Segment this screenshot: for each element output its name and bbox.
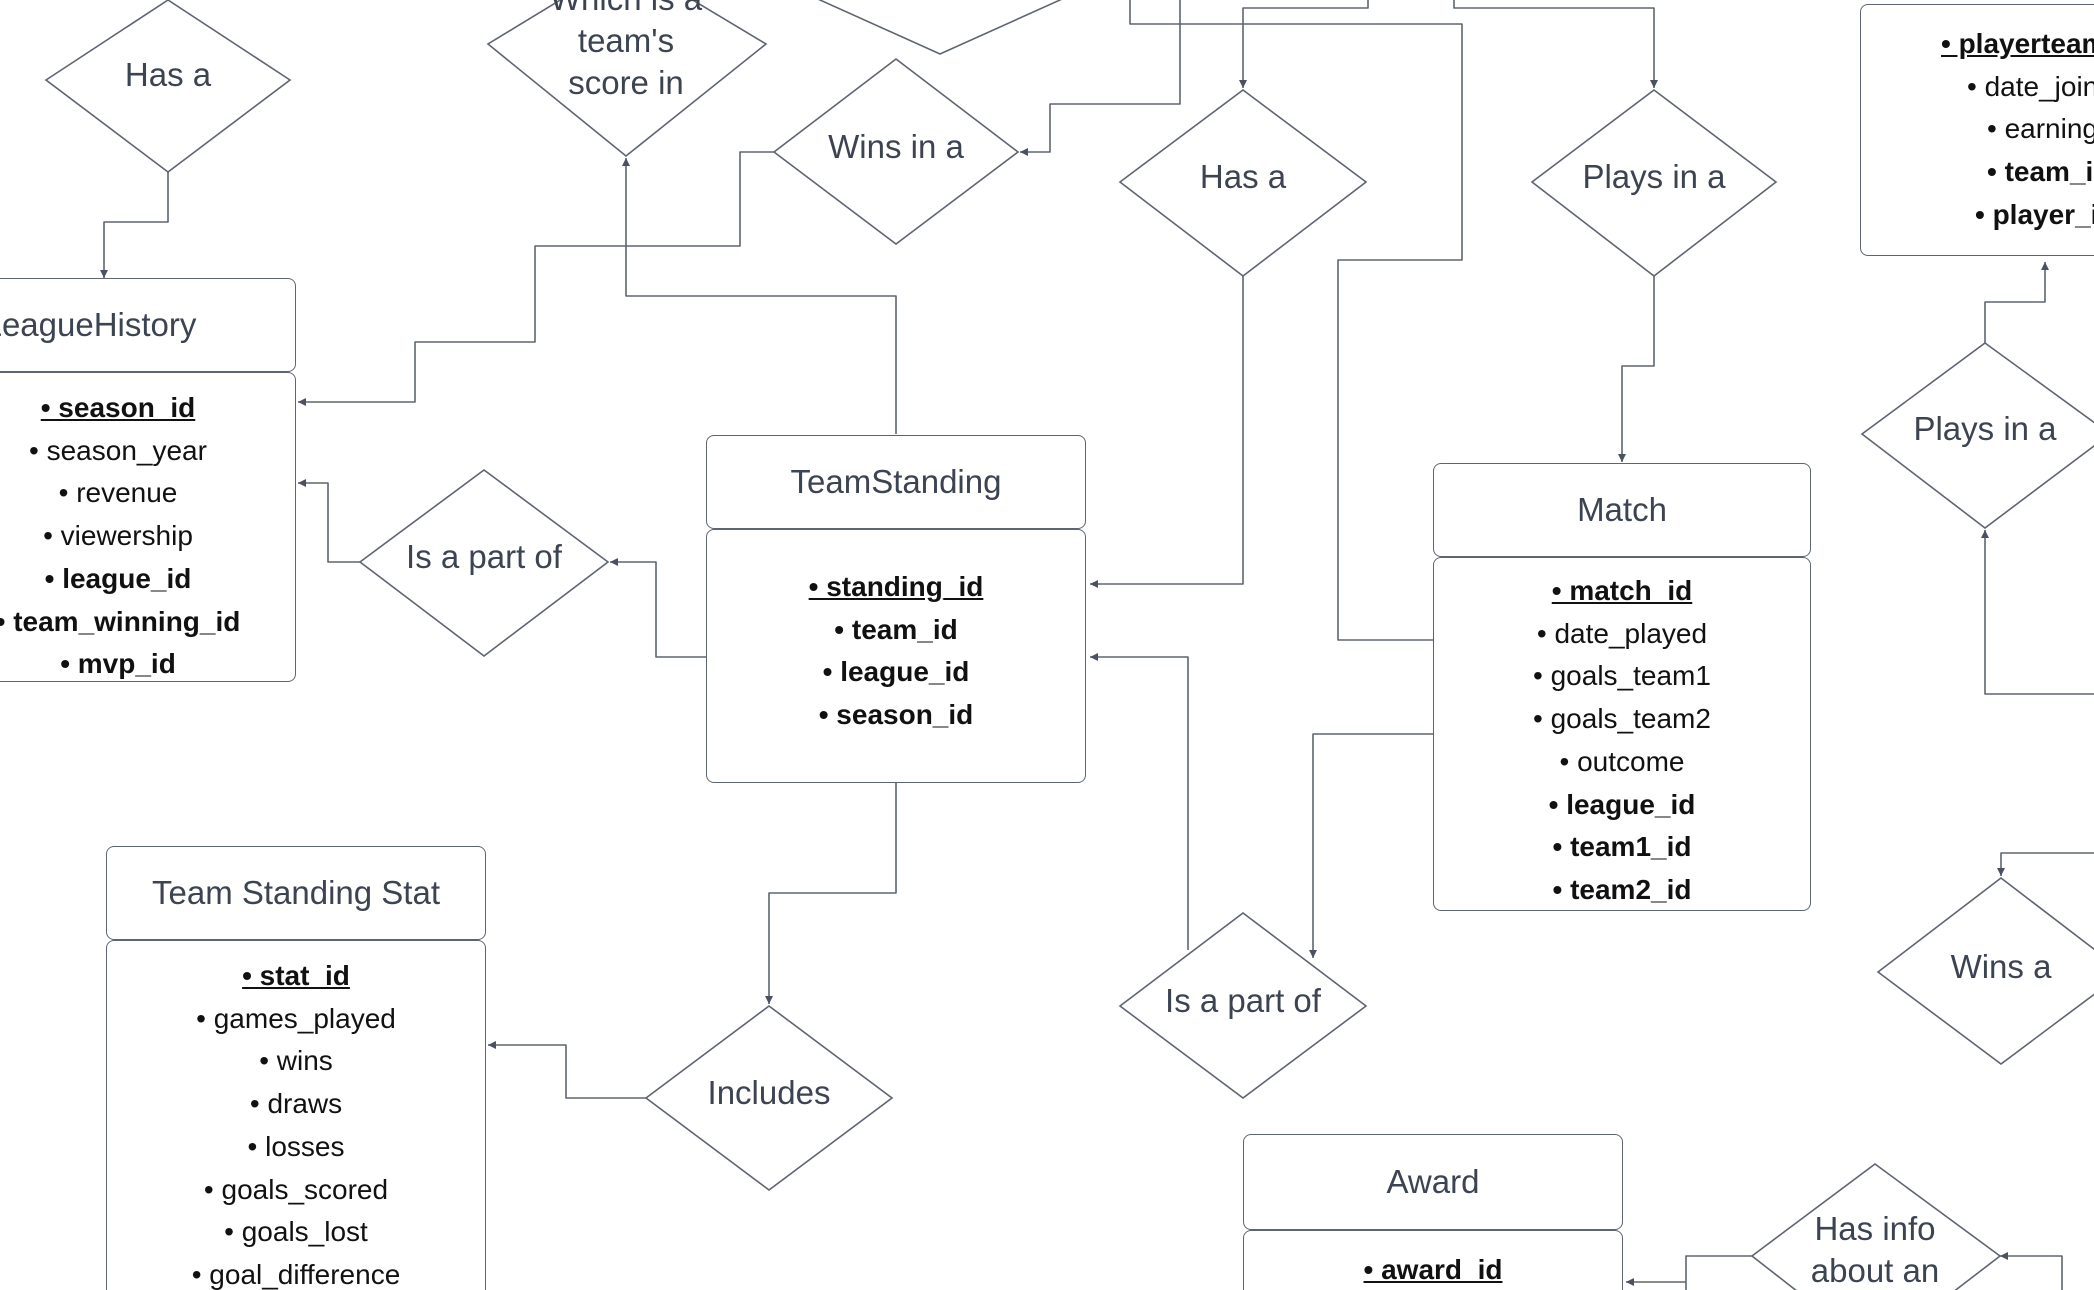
relationship-diamond-has-info-about-an[interactable] bbox=[1750, 1163, 2002, 1290]
connector-team-standing-to-is-a-part-of bbox=[610, 558, 706, 658]
relationship-label-has-a-match: Has a bbox=[1199, 158, 1287, 195]
connector-has-a-league-history bbox=[100, 172, 169, 278]
entity-title-team-standing: TeamStanding bbox=[790, 463, 1002, 500]
connector-team-standing-to-score-in bbox=[622, 158, 897, 434]
attribute-match: • team2_id bbox=[1552, 873, 1692, 905]
connector-has-info-to-award bbox=[1685, 1255, 1752, 1290]
connector-includes-to-team-standing-stat bbox=[488, 1041, 646, 1099]
relationship-diamond-team-score-in[interactable] bbox=[486, 0, 768, 158]
connector-top-loop-to-match bbox=[1129, 0, 1463, 641]
attribute-team-standing-stat: • wins bbox=[259, 1045, 333, 1077]
attribute-team-standing: • team_id bbox=[834, 613, 958, 645]
relationship-diamond-wins-a-award[interactable] bbox=[1876, 876, 2094, 1065]
attribute-match: • goals_team2 bbox=[1533, 703, 1711, 735]
attribute-league-history: • viewership bbox=[43, 520, 193, 552]
connector-plays-in-a-to-match bbox=[1618, 276, 1655, 462]
attribute-league-history: • league_id bbox=[44, 562, 192, 594]
connector-is-a-part-of-to-league-history bbox=[298, 479, 360, 563]
attribute-player-team: • earnings bbox=[1987, 113, 2094, 145]
attribute-player-team: • player_id bbox=[1975, 198, 2094, 230]
relationship-diamond-is-a-part-of-team-standing[interactable] bbox=[1118, 911, 1368, 1099]
connector-wins-in-a-to-league-history bbox=[298, 151, 774, 406]
relationship-label-plays-in-a-match: Plays in a bbox=[1582, 158, 1726, 195]
attribute-team-standing: • league_id bbox=[822, 656, 970, 688]
attribute-team-standing-stat: • goals_lost bbox=[224, 1216, 368, 1248]
entity-title-award: Award bbox=[1386, 1163, 1480, 1200]
attribute-match: • league_id bbox=[1548, 788, 1696, 820]
attribute-match: • outcome bbox=[1559, 745, 1685, 777]
attribute-team-standing-stat: • goal_difference bbox=[191, 1258, 401, 1290]
connector-right-to-plays-in-a bbox=[1981, 530, 2094, 695]
relationship-label-team-score-in: Which is a team's score in bbox=[550, 0, 702, 101]
attribute-league-history: • team_winning_id bbox=[0, 605, 241, 637]
entity-title-league-history: LeagueHistory bbox=[0, 306, 197, 343]
entity-title-team-standing-stat: Team Standing Stat bbox=[151, 874, 440, 911]
relationship-label-wins-in-a: Wins in a bbox=[828, 128, 964, 165]
attribute-match: • goals_team1 bbox=[1533, 660, 1711, 692]
connector-right-to-wins-a bbox=[1997, 852, 2094, 876]
attribute-league-history: • season_year bbox=[29, 434, 207, 466]
entity-header-match[interactable]: Match bbox=[1433, 463, 1811, 557]
relationship-label-includes: Includes bbox=[707, 1074, 831, 1111]
connector-top-to-wins-in-a bbox=[1020, 0, 1181, 156]
connector-top-to-has-a-match bbox=[1239, 0, 1369, 88]
relationship-label-plays-in-a-team: Plays in a bbox=[1913, 410, 2057, 447]
attribute-player-team: • team_id bbox=[1987, 156, 2094, 188]
attribute-team-standing-stat: • games_played bbox=[196, 1002, 396, 1034]
connector-top-to-plays-in-a-match bbox=[1453, 0, 1658, 88]
relationship-diamond-is-a-part-of-league-history[interactable] bbox=[358, 469, 610, 658]
connector-is-a-part-of-to-team-standing bbox=[1090, 653, 1189, 950]
relationship-label-has-a-league: Has a bbox=[124, 56, 212, 93]
connector-match-to-is-a-part-of bbox=[1309, 733, 1434, 958]
relationship-diamond-includes[interactable] bbox=[644, 1005, 894, 1191]
connector-plays-in-a-to-player-team bbox=[1984, 262, 2049, 343]
attribute-team-standing: • standing_id bbox=[808, 571, 984, 602]
attribute-team-standing: • season_id bbox=[818, 699, 974, 731]
attribute-player-team: • date_joined bbox=[1967, 70, 2094, 102]
relationship-label-wins-a-award: Wins a bbox=[1950, 948, 2052, 985]
entity-body-player-team[interactable]: • playerteam_id • date_joined • earnings • … bbox=[1860, 4, 2094, 256]
attribute-team-standing-stat: • losses bbox=[247, 1130, 345, 1162]
entity-title-match: Match bbox=[1577, 491, 1667, 528]
attribute-team-standing-stat: • draws bbox=[249, 1088, 343, 1120]
connector-right-to-has-info bbox=[2000, 1252, 2063, 1290]
connector-team-standing-to-includes bbox=[765, 782, 897, 1004]
attribute-award: • award_id bbox=[1363, 1254, 1503, 1285]
entity-body-team-standing-stat[interactable]: • stat_id • games_played • wins • draws • lo… bbox=[106, 940, 486, 1290]
attribute-team-standing-stat: • goals_scored bbox=[203, 1173, 389, 1205]
attribute-match: • team1_id bbox=[1552, 831, 1692, 863]
relationship-diamond-wins-in-a[interactable] bbox=[772, 57, 1020, 246]
attribute-match: • date_played bbox=[1536, 617, 1708, 649]
relationship-label-is-a-part-of-team-standing: Is a part of bbox=[1165, 982, 1321, 1019]
entity-body-award[interactable]: • award_id bbox=[1243, 1230, 1623, 1290]
attribute-team-standing-stat: • stat_id bbox=[242, 960, 350, 991]
attribute-match: • match_id bbox=[1551, 575, 1693, 606]
attribute-league-history: • season_id bbox=[40, 392, 196, 423]
connector-has-a-to-team-standing bbox=[1090, 276, 1244, 588]
entity-header-team-standing[interactable]: TeamStanding bbox=[706, 435, 1086, 529]
relationship-diamond-offscreen-top bbox=[818, 0, 1062, 55]
attribute-league-history: • revenue bbox=[58, 477, 178, 509]
attribute-player-team: • playerteam_id bbox=[1941, 28, 2094, 59]
entity-body-league-history[interactable]: • season_id • season_year • revenue • viewe… bbox=[0, 372, 296, 682]
entity-body-team-standing[interactable]: • standing_id • team_id • league_id • seaso… bbox=[706, 529, 1086, 783]
entity-body-match[interactable]: • match_id • date_played • goals_team1 • go… bbox=[1433, 557, 1811, 911]
entity-header-award[interactable]: Award bbox=[1243, 1134, 1623, 1230]
relationship-label-is-a-part-of-league-history: Is a part of bbox=[406, 538, 562, 575]
entity-header-team-standing-stat[interactable]: Team Standing Stat bbox=[106, 846, 486, 940]
relationship-diamond-plays-in-a-team[interactable] bbox=[1860, 342, 2094, 530]
attribute-league-history: • mvp_id bbox=[60, 648, 176, 680]
entity-header-league-history[interactable]: LeagueHistory bbox=[0, 278, 296, 372]
relationship-label-has-info-about-an: Has info about an bbox=[1810, 1210, 1940, 1289]
